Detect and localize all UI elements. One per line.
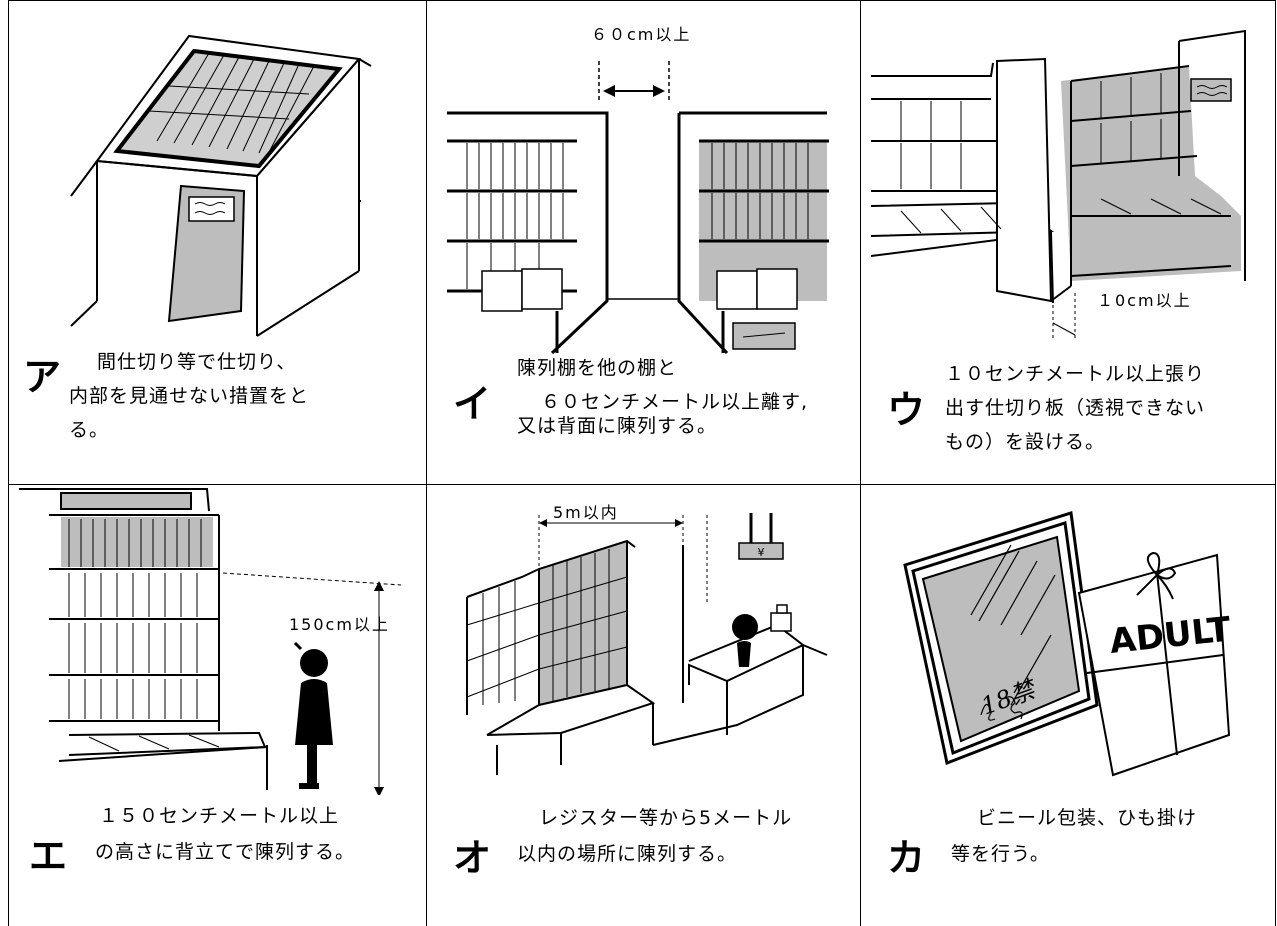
measures-grid: ア 間仕切り等で仕切り、 内部を見通せない措置をと る。 ６０cm以上 xyxy=(8,0,1276,926)
dimension-label: １0cm以上 xyxy=(1097,291,1192,310)
wrapping-illustration: 18禁 ADULT xyxy=(903,511,1233,777)
panel-letter: オ xyxy=(453,836,492,880)
panel-letter: イ xyxy=(453,382,492,426)
caption-line: 出す仕切り板（透視できない xyxy=(945,397,1206,419)
caption-line: １０センチメートル以上張り xyxy=(945,363,1206,385)
caption-line: ６０センチメートル以上離す, xyxy=(541,391,809,413)
dimension-label: 5m以内 xyxy=(553,503,619,522)
caption-line: の高さに背立てで陳列する。 xyxy=(95,841,356,863)
panel-ka: 18禁 ADULT カ ビニール包装、ひも掛け 等を行う。 xyxy=(860,484,1276,926)
caption-line: 以内の場所に陳列する。 xyxy=(517,843,738,865)
caption-line: る。 xyxy=(69,419,110,441)
caption-line: 陳列棚を他の棚と xyxy=(517,357,678,379)
dimension-label: 150cm以上 xyxy=(289,615,390,634)
high-display-illustration xyxy=(19,488,402,795)
panel-a: ア 間仕切り等で仕切り、 内部を見通せない措置をと る。 xyxy=(8,0,426,484)
caption-line: もの）を設ける。 xyxy=(945,431,1106,453)
panel-i: ６０cm以上 xyxy=(426,0,860,484)
caption-line: 間仕切り等で仕切り、 xyxy=(97,351,297,373)
caption-line: 内部を見通せない措置をと xyxy=(69,385,310,407)
caption-line: 等を行う。 xyxy=(951,843,1050,865)
partition-board-illustration xyxy=(870,29,1246,341)
caption-line: １５０センチメートル以上 xyxy=(99,805,340,827)
panel-o: 5m以内 xyxy=(426,484,860,926)
partition-illustration xyxy=(70,34,372,337)
register-proximity-illustration: ¥ xyxy=(466,513,828,775)
panel-letter: ア xyxy=(23,355,62,399)
caption-line: ビニール包装、ひも掛け xyxy=(977,807,1198,829)
panel-letter: カ xyxy=(887,836,926,880)
yen-sign: ¥ xyxy=(758,546,765,559)
dimension-label: ６０cm以上 xyxy=(591,25,692,44)
panel-e: 150cm以上 xyxy=(8,484,426,926)
caption-line: レジスター等から5メートル xyxy=(539,807,793,829)
caption-line: 又は背面に陳列する。 xyxy=(517,415,718,437)
panel-letter: エ xyxy=(29,834,68,878)
shelf-separation-illustration xyxy=(447,61,829,355)
panel-letter: ウ xyxy=(887,388,926,432)
panel-u: １0cm以上 xyxy=(860,0,1276,484)
